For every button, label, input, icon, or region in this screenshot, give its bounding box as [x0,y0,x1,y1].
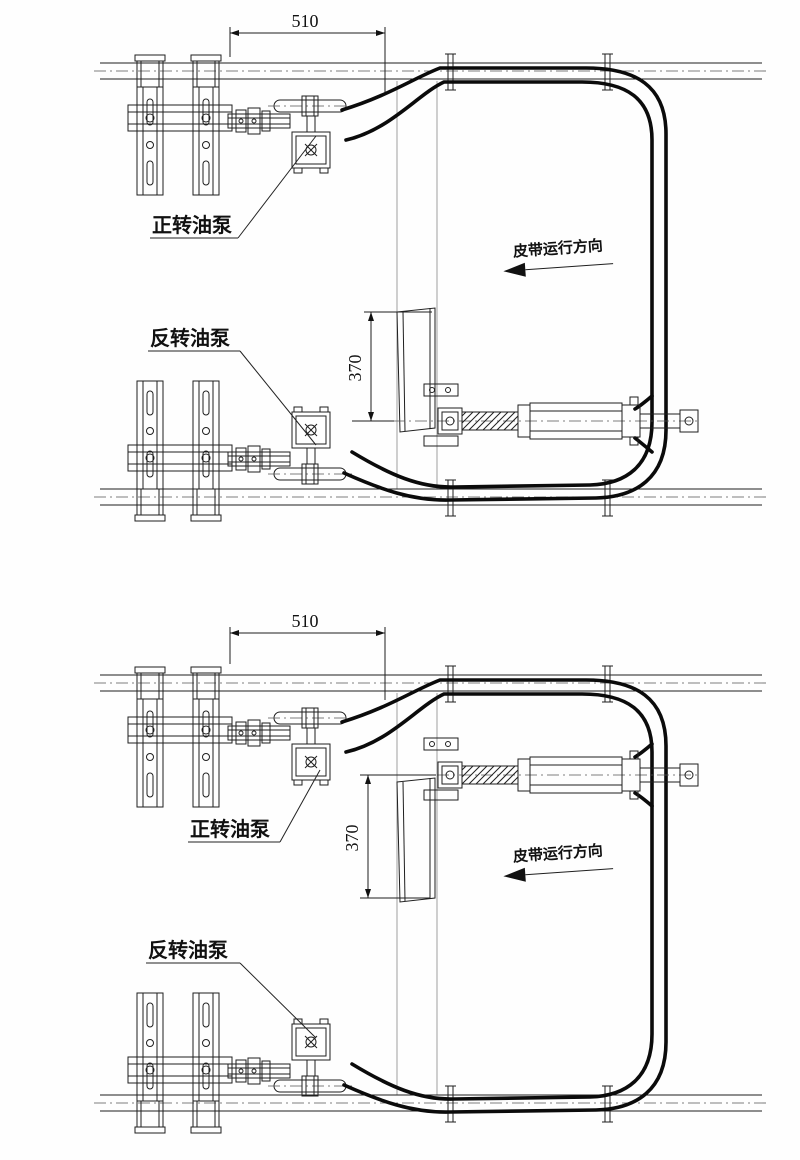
dim-370-label: 370 [345,355,365,382]
belt-direction-label: 皮带运行方向 [512,841,603,865]
hose-clamp [444,1085,457,1123]
callout-reverse-pump: 反转油泵 [148,326,317,446]
blade-mount-plate [423,383,459,397]
reverse-pump-label: 反转油泵 [150,326,230,350]
belt-direction-arrow [503,867,526,882]
forward-oil-pump [227,95,353,174]
blade-mount-plate [423,435,459,447]
belt-direction-arrow [503,262,526,277]
hose-port-stub [633,742,654,759]
lower-mounting-bracket [127,992,233,1134]
dim-510-label: 510 [292,11,319,31]
scraper-blade [396,777,436,903]
hydraulic-hose-inner [344,692,654,1101]
mount-bolt [429,387,435,393]
hydraulic-cylinder [392,750,701,800]
callout-forward-pump: 正转油泵 [188,769,321,843]
hydraulic-cylinder [392,396,701,446]
lower-mounting-bracket [127,380,233,522]
belt-direction-annotation: 皮带运行方向 [503,236,614,277]
belt-direction-annotation: 皮带运行方向 [503,841,614,882]
mount-bolt [445,741,451,747]
dimension-510: 510 [229,611,386,700]
dim-510-label: 510 [292,611,319,631]
upper-mounting-bracket [127,666,233,808]
belt-direction-label: 皮带运行方向 [512,236,603,260]
hose-clamp [444,665,457,703]
forward-pump-label: 正转油泵 [190,817,270,841]
dimension-510: 510 [229,11,386,92]
hose-clamp [601,1085,614,1123]
bottom-rail [93,488,769,506]
hydraulic-hose-outer [340,66,668,502]
callout-reverse-pump: 反转油泵 [146,938,317,1039]
hose-port-stub [633,436,654,454]
dimension-370: 370 [345,311,432,422]
scraper-blade [396,307,436,433]
reverse-oil-pump [227,406,353,485]
hose-port-stub [633,791,654,808]
forward-pump-label: 正转油泵 [152,213,232,237]
blade-mount-plate [423,737,459,751]
hose-port-stub [633,394,654,411]
reverse-pump-label: 反转油泵 [148,938,228,962]
callout-forward-pump: 正转油泵 [150,135,317,239]
upper-mounting-bracket [127,54,233,196]
hose-clamp [444,53,457,91]
hydraulic-hose-inner [344,80,654,489]
mount-bolt [445,387,451,393]
dimension-370: 370 [342,774,436,899]
reverse-oil-pump [227,1018,353,1097]
diagram-top-view: 510 370 正转油泵 反转油泵 皮带运行方向 [93,11,769,522]
blade-mount-plate [423,789,459,801]
diagram-bottom-view: 510 370 正转油泵 反转油泵 皮带运行方向 [93,611,769,1134]
dim-370-label: 370 [342,825,362,852]
mount-bolt [429,741,435,747]
forward-oil-pump [227,707,353,786]
hydraulic-hose-outer [340,678,668,1114]
